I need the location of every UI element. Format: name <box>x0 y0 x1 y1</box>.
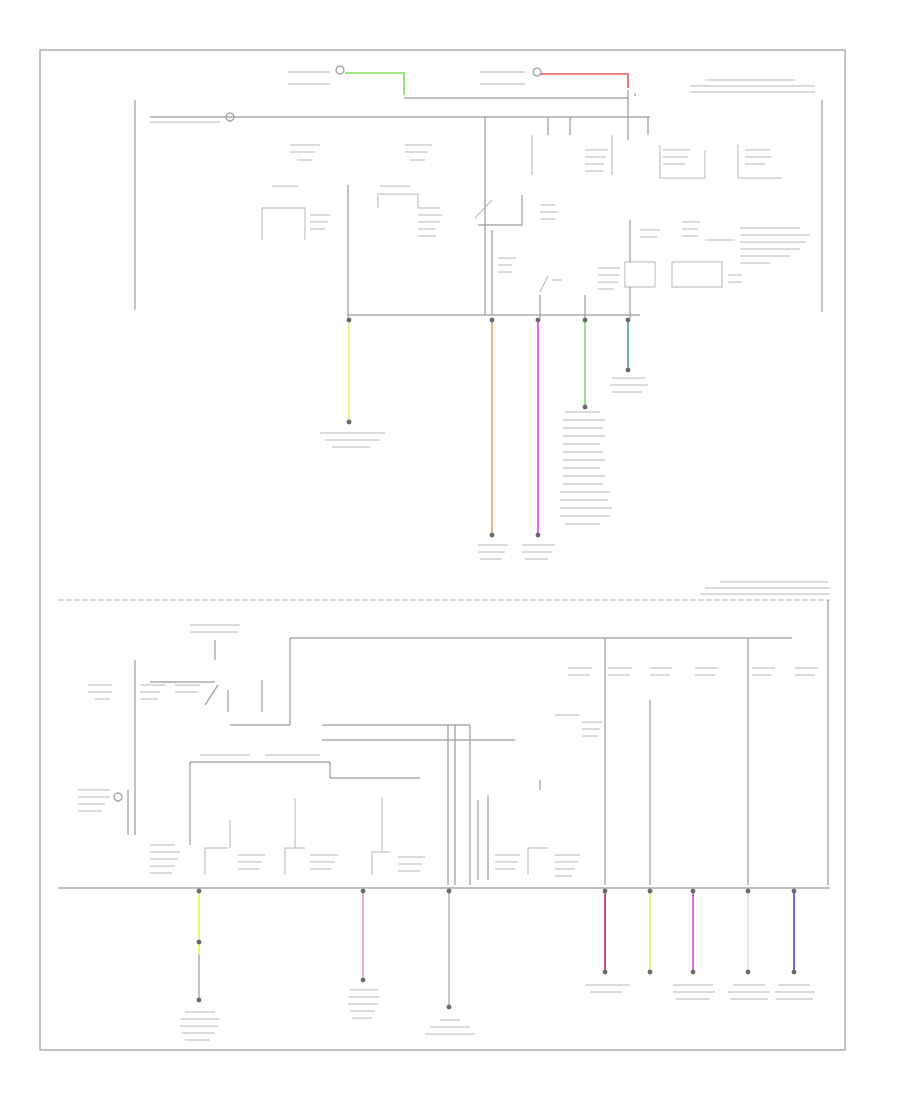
svg-text:8: 8 <box>634 93 636 97</box>
relay-boxes-bottom <box>150 714 602 880</box>
bottom-output-wires <box>196 888 797 1010</box>
bottom-terminal-label-7 <box>775 984 815 1000</box>
terminal-label-1 <box>320 432 385 448</box>
diagram-frame <box>39 49 846 1051</box>
bottom-terminal-label-3 <box>425 1019 475 1035</box>
terminal-label-4 <box>560 411 612 525</box>
red-wire <box>540 73 629 88</box>
top-terminal-labels <box>320 377 648 560</box>
top-connector-right <box>480 67 542 85</box>
top-connector-left <box>288 65 345 85</box>
bottom-section <box>58 581 830 1041</box>
terminal-label-5 <box>610 377 648 393</box>
bottom-headline-block <box>700 581 830 595</box>
top-output-wires <box>346 317 631 538</box>
terminal-label-2 <box>478 544 508 560</box>
bottom-terminal-label-1 <box>180 1011 220 1041</box>
fuse-row-bottom <box>568 667 818 676</box>
terminal-label-3 <box>522 544 555 560</box>
bottom-terminal-label-6 <box>728 984 770 1000</box>
top-section: 8 <box>134 65 823 560</box>
bottom-terminal-label-4 <box>585 984 630 993</box>
bottom-terminal-labels <box>180 984 815 1041</box>
relay-boxes-top <box>261 117 810 318</box>
bottom-terminal-label-2 <box>348 989 380 1019</box>
bottom-terminal-label-5 <box>673 984 715 1000</box>
green-wire <box>345 72 405 95</box>
fuse-group-left <box>272 144 432 187</box>
top-headline-block <box>690 79 815 93</box>
